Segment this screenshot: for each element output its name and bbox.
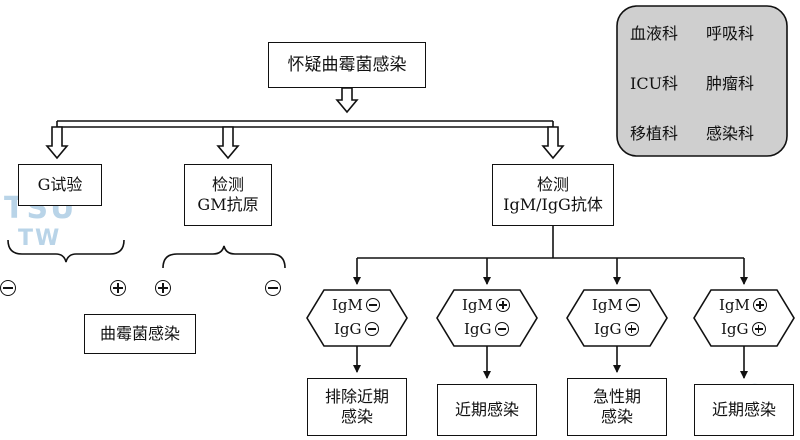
brace-g — [7, 239, 125, 263]
plus-sign — [752, 298, 767, 312]
result-box-recent-2: 近期感染 — [694, 384, 794, 436]
g-test-box: G试验 — [18, 164, 102, 206]
dept-hematology: 血液科 — [630, 24, 679, 43]
brace-gm — [162, 245, 286, 269]
minus-sign — [365, 298, 380, 312]
hex2-igm: IgM — [462, 296, 510, 314]
minus-sign — [494, 322, 509, 336]
hollow-arrow-main — [335, 87, 359, 114]
dept-infectious: 感染科 — [706, 124, 755, 143]
result-box-recent-1: 近期感染 — [437, 384, 537, 436]
suspected-aspergillus-box: 怀疑曲霉菌感染 — [268, 42, 426, 88]
hexagon-1 — [306, 289, 408, 347]
hollow-arrow-ig — [541, 126, 565, 160]
result-box-acute: 急性期 感染 — [567, 378, 667, 436]
hex2-igg: IgG — [464, 320, 509, 338]
dept-oncology: 肿瘤科 — [706, 74, 755, 93]
hexagon-2 — [436, 289, 538, 347]
hex4-igg: IgG — [721, 320, 766, 338]
hex1-igm: IgM — [332, 296, 380, 314]
hex1-igg: IgG — [334, 320, 379, 338]
dept-icu: ICU科 — [630, 74, 679, 93]
aspergillus-infection-box: 曲霉菌感染 — [84, 314, 196, 354]
plus-sign — [495, 298, 510, 312]
gm-antigen-box: 检测 GM抗原 — [184, 164, 272, 226]
gm-positive-sign — [155, 280, 171, 296]
dept-transplant: 移植科 — [630, 124, 679, 143]
minus-sign — [364, 322, 379, 336]
hexagon-4 — [693, 289, 795, 347]
hex3-igg: IgG — [594, 320, 639, 338]
department-panel — [616, 5, 788, 157]
hex3-igm: IgM — [592, 296, 640, 314]
hex4-igm: IgM — [719, 296, 767, 314]
igm-igg-antibody-box: 检测 IgM/IgG抗体 — [492, 164, 614, 226]
hexagon-3 — [566, 289, 668, 347]
dept-respiratory: 呼吸科 — [706, 24, 755, 43]
gm-negative-sign — [265, 280, 281, 296]
result-box-exclude-recent: 排除近期 感染 — [307, 378, 407, 436]
plus-sign — [751, 322, 766, 336]
watermark-left: TSU TW — [4, 191, 77, 252]
plus-sign — [624, 322, 639, 336]
hollow-arrow-gm — [216, 126, 240, 160]
minus-sign — [625, 298, 640, 312]
g-positive-sign — [110, 280, 126, 296]
hollow-arrow-g — [45, 126, 69, 160]
g-negative-sign — [0, 280, 16, 296]
